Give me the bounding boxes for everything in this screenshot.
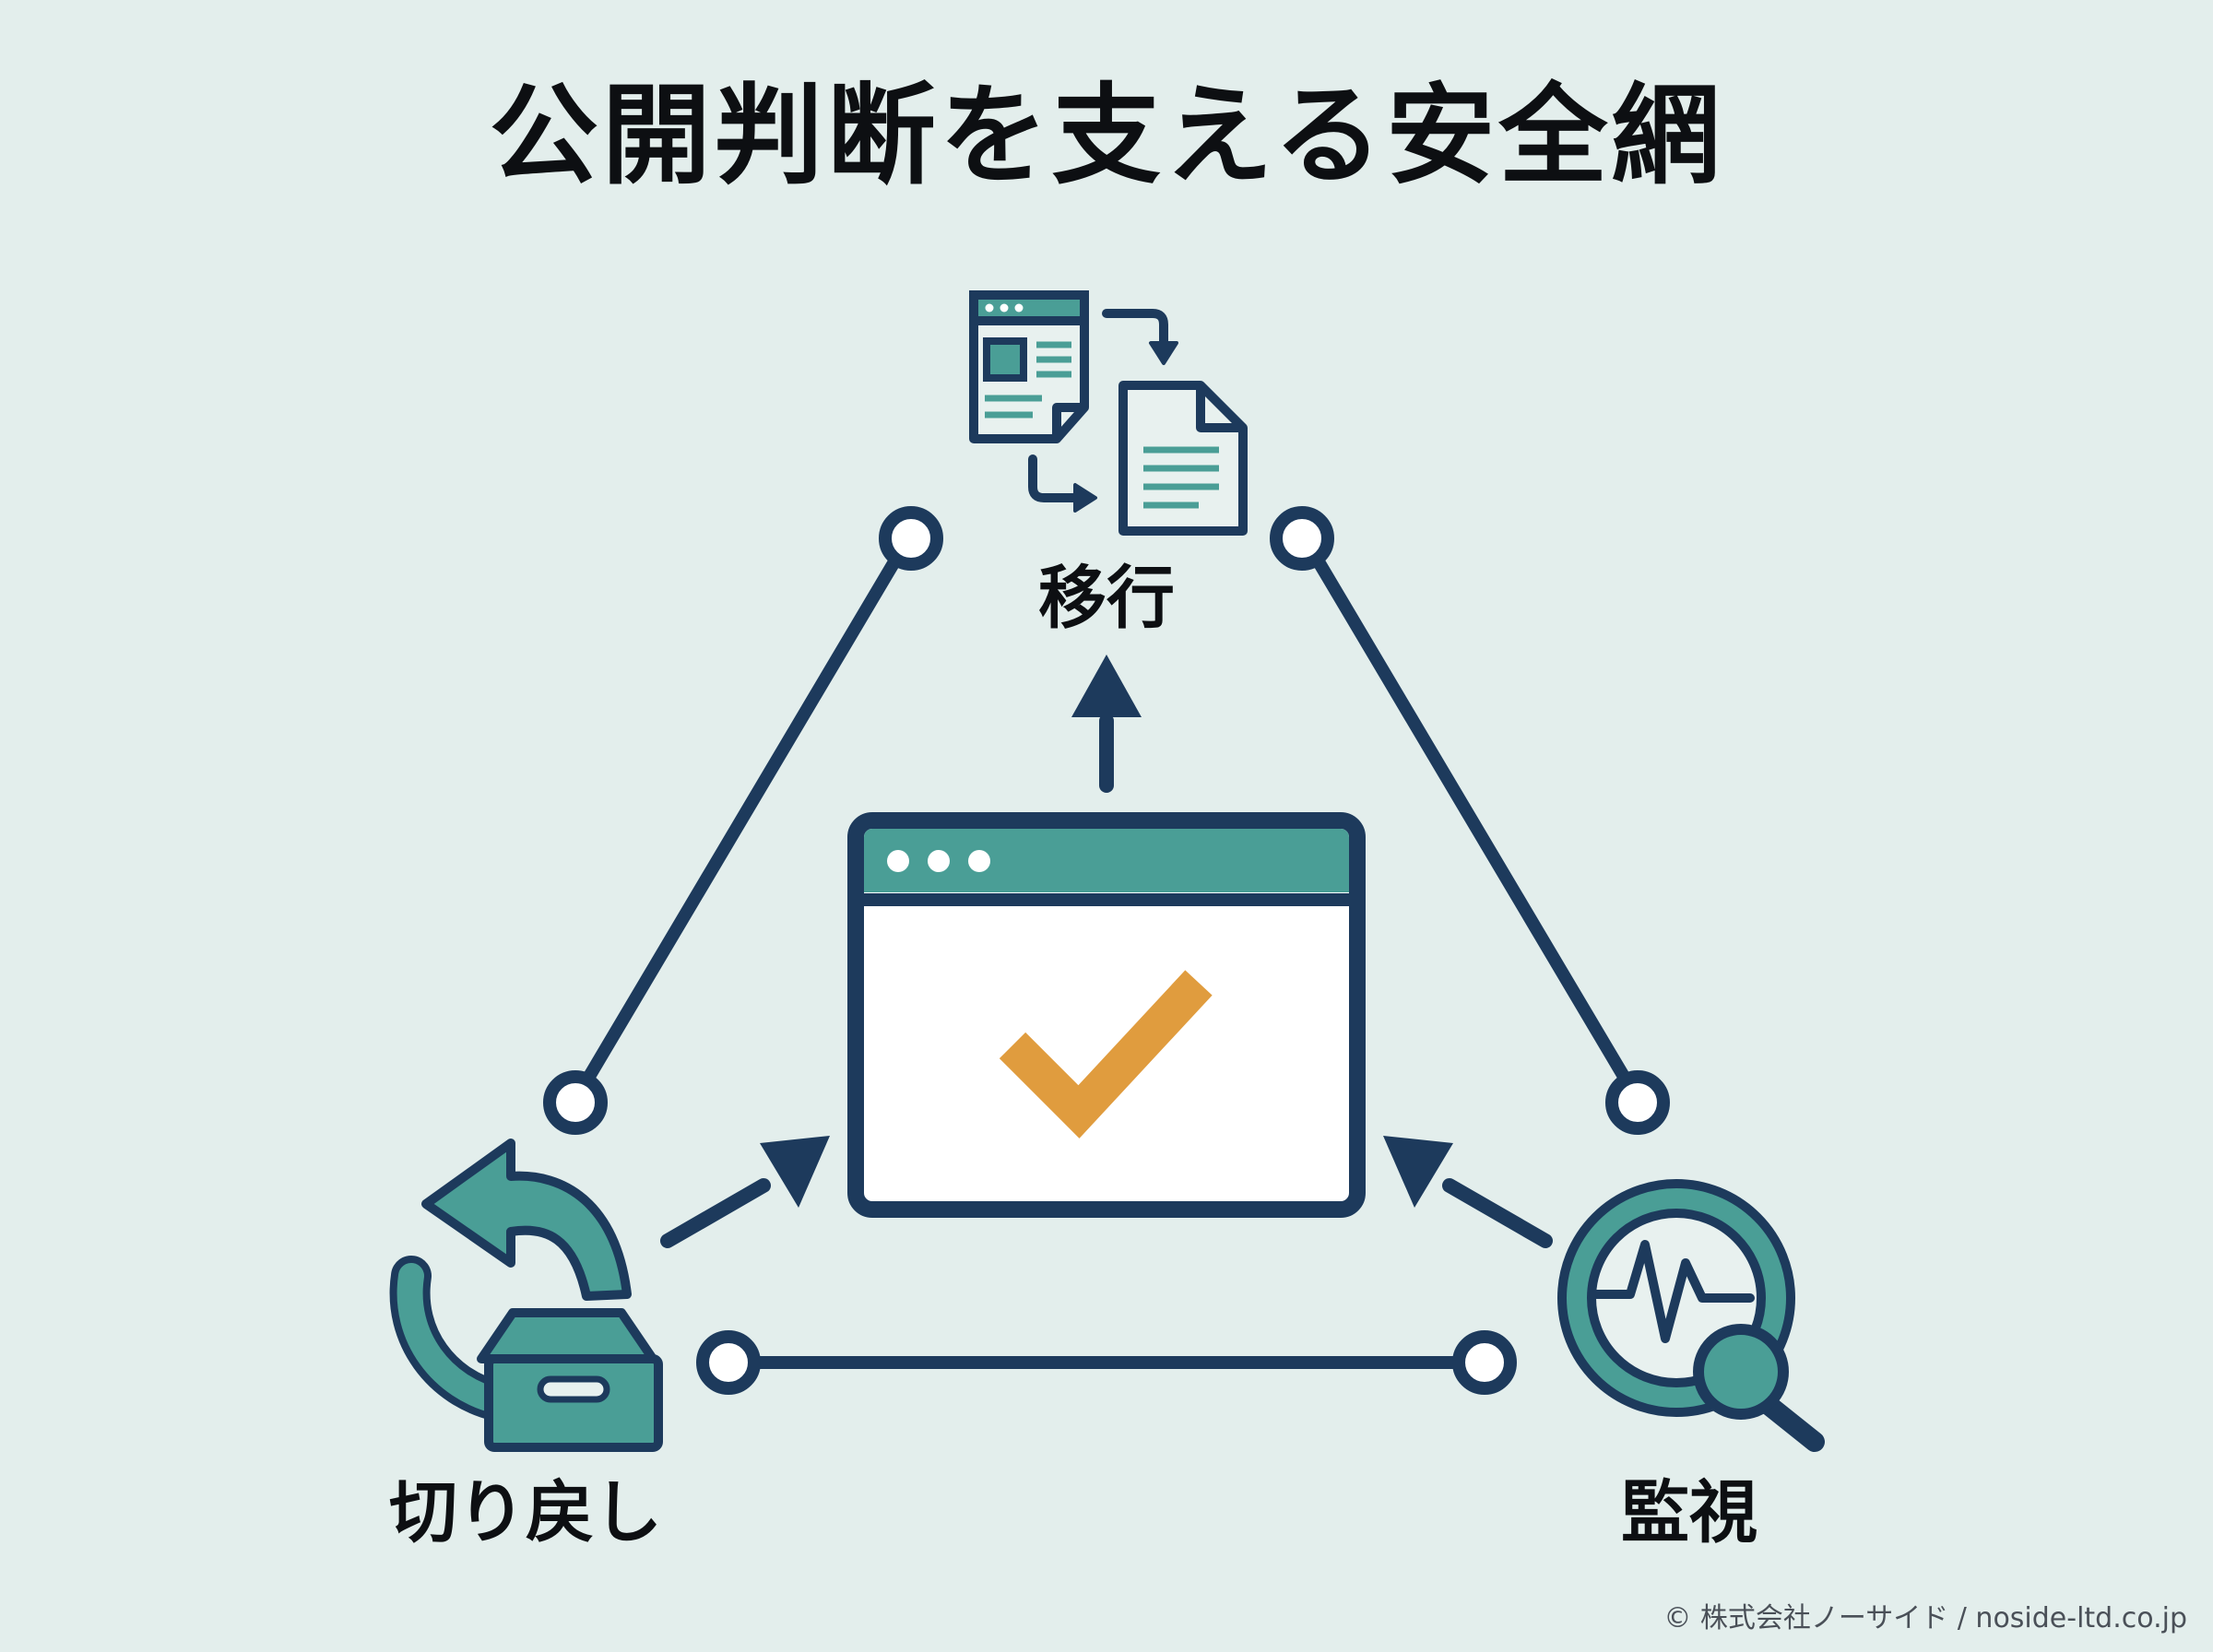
- node-top-right: [1270, 506, 1334, 571]
- node-bottom-right: [1452, 1330, 1517, 1395]
- page-migration-icon: [969, 290, 1248, 536]
- browser-checkmark-icon: [847, 812, 1366, 1218]
- copyright-notice: © 株式会社ノーサイド / noside-ltd.co.jp: [1663, 1602, 2187, 1634]
- node-bottom-left: [696, 1330, 761, 1395]
- arrow-up-to-migration: [1071, 655, 1142, 793]
- archive-undo-icon: [389, 1139, 663, 1452]
- rollback-label: 切り戻し: [389, 1473, 662, 1552]
- arrow-rollback-to-center: [660, 1136, 830, 1248]
- connector-right: [1310, 552, 1629, 1081]
- node-mid-right: [1605, 1070, 1670, 1135]
- connector-nodes: [543, 506, 1670, 1395]
- triangle-connectors: [584, 552, 1629, 1369]
- monitoring-magnifier-icon: [1557, 1179, 1825, 1452]
- node-mid-left: [543, 1070, 608, 1135]
- migration-label: 移行: [1038, 559, 1175, 638]
- connector-left: [584, 552, 903, 1081]
- node-top-left: [879, 506, 943, 571]
- monitoring-label: 監視: [1621, 1473, 1757, 1552]
- arrow-monitor-to-center: [1383, 1136, 1553, 1248]
- page-title: 公開判断を支える安全網: [489, 72, 1724, 199]
